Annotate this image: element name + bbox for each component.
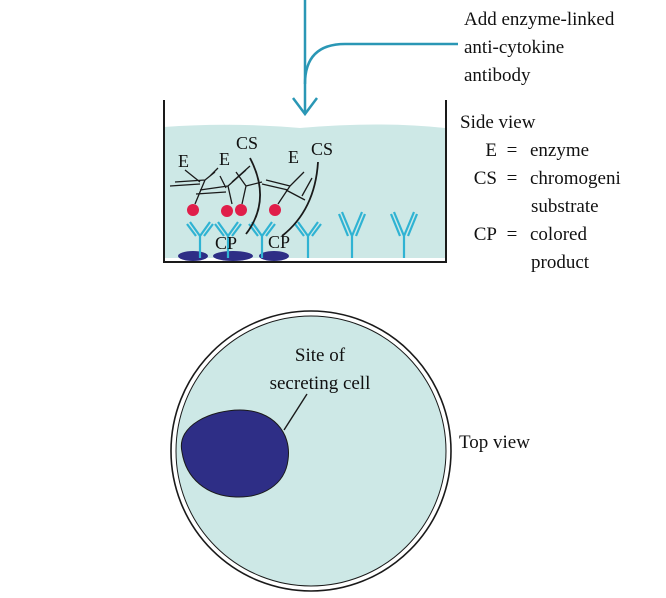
label-cp-2: CP bbox=[268, 232, 290, 252]
well-top-view: Site of secreting cell bbox=[170, 310, 452, 592]
secreting-cell-spot bbox=[180, 409, 289, 498]
site-label-line-2: secreting cell bbox=[270, 373, 371, 394]
legend-eq: = bbox=[507, 140, 518, 161]
label-e-1: E bbox=[178, 151, 189, 171]
detection-antibody bbox=[261, 171, 313, 205]
top-view-title: Top view bbox=[459, 432, 530, 453]
reaction-arrow bbox=[245, 157, 261, 235]
reaction-arrows bbox=[245, 157, 319, 237]
cytokine bbox=[221, 205, 233, 217]
legend-eq: = bbox=[507, 224, 518, 245]
instruction-line-2: anti-cytokine bbox=[464, 37, 564, 58]
well-inner-surface bbox=[175, 315, 447, 587]
cytokine bbox=[187, 204, 199, 216]
legend-text-enzyme: enzyme bbox=[530, 140, 589, 161]
legend: E = enzyme CS = chromogeni substrate CP … bbox=[474, 140, 621, 273]
legend-abbr-cs: CS bbox=[474, 168, 497, 189]
colored-product-spot bbox=[178, 251, 208, 261]
capture-antibody bbox=[389, 211, 419, 258]
cytokine bbox=[269, 204, 281, 216]
instruction-line-1: Add enzyme-linked bbox=[464, 9, 615, 30]
site-label-line-1: Site of bbox=[295, 345, 346, 366]
well-walls bbox=[163, 100, 447, 263]
legend-text-product: product bbox=[531, 252, 590, 273]
label-cs-2: CS bbox=[311, 139, 333, 159]
capture-antibody bbox=[337, 211, 367, 258]
capture-antibody bbox=[186, 221, 214, 258]
label-e-3: E bbox=[288, 147, 299, 167]
capture-antibodies bbox=[186, 211, 419, 258]
instruction-line-3: antibody bbox=[464, 65, 531, 86]
label-cp-1: CP bbox=[215, 233, 237, 253]
legend-abbr-e: E bbox=[485, 140, 497, 161]
legend-abbr-cp: CP bbox=[474, 224, 497, 245]
callout-line bbox=[303, 42, 458, 85]
colored-product-spot bbox=[213, 251, 253, 261]
label-e-2: E bbox=[219, 149, 230, 169]
site-leader-line bbox=[283, 393, 308, 431]
capture-antibody bbox=[214, 221, 242, 258]
colored-product-spot bbox=[259, 251, 289, 261]
detection-antibodies bbox=[169, 165, 313, 205]
capture-antibody bbox=[294, 221, 322, 258]
legend-text-colored: colored bbox=[530, 224, 587, 245]
legend-eq: = bbox=[507, 168, 518, 189]
legend-text-chromogenic: chromogeni bbox=[530, 168, 621, 189]
arrow-head bbox=[292, 97, 318, 117]
addition-arrow bbox=[292, 0, 458, 117]
cytokine-dots bbox=[187, 204, 281, 217]
side-view-title: Side view bbox=[460, 112, 536, 133]
capture-antibody bbox=[248, 221, 276, 258]
well-side-view: E E E CS CS CP CP bbox=[163, 100, 447, 263]
detection-antibody bbox=[169, 167, 219, 205]
label-cs-1: CS bbox=[236, 133, 258, 153]
reaction-arrow bbox=[281, 161, 319, 237]
detection-antibody bbox=[195, 165, 251, 205]
cytokine bbox=[235, 204, 247, 216]
legend-text-substrate: substrate bbox=[531, 196, 599, 217]
